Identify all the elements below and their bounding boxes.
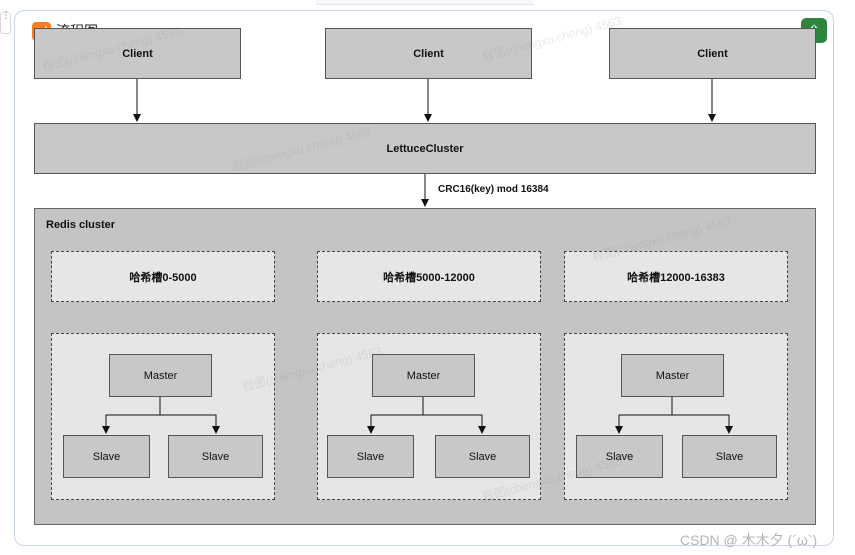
slave-node-2a: Slave [327,435,414,478]
lettuce-cluster-node: LettuceCluster [34,123,816,174]
slave-node-1a: Slave [63,435,150,478]
edges-group-2 [367,397,486,434]
slave-node-3b: Slave [682,435,777,478]
hash-edge-label: CRC16(key) mod 16384 [438,184,549,195]
redis-cluster-title: Redis cluster [46,219,116,231]
master-node-1: Master [109,354,212,397]
hash-slot-box-3: 哈希槽12000-16383 [564,251,788,302]
master-node-3: Master [621,354,724,397]
client-node-3: Client [609,28,816,79]
hash-slot-box-1: 哈希槽0-5000 [51,251,275,302]
client-node-1: Client [34,28,241,79]
edges-group-1 [102,397,220,434]
csdn-credit: CSDN @ 木木夕 (´ω`) [680,532,818,548]
client-node-2: Client [325,28,532,79]
hash-slot-box-2: 哈希槽5000-12000 [317,251,541,302]
slave-node-3a: Slave [576,435,663,478]
slave-node-1b: Slave [168,435,263,478]
top-tab-strip [316,0,534,5]
edges-group-3 [615,397,733,434]
drag-handle-icon[interactable]: ⋮ [0,11,11,34]
slave-node-2b: Slave [435,435,530,478]
master-node-2: Master [372,354,475,397]
